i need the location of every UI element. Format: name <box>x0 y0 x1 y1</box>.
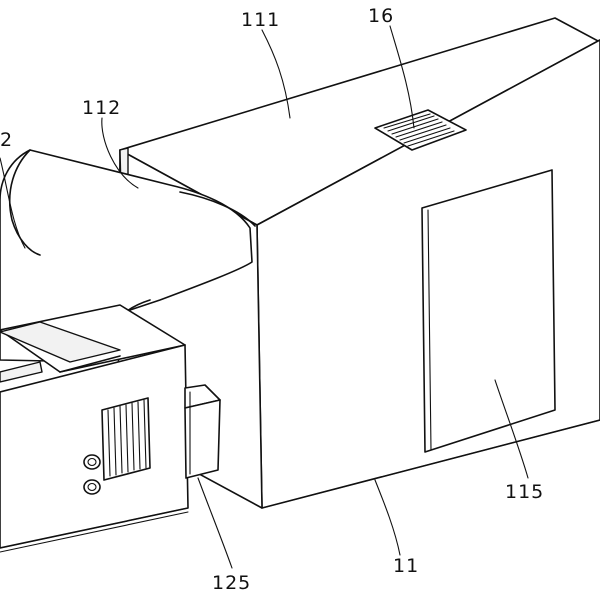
label-duct: 2 <box>0 129 13 151</box>
reference-labels: 111 16 112 2 115 11 125 <box>0 5 544 594</box>
door <box>421 169 556 453</box>
grille-bar <box>137 401 141 470</box>
vent-slat <box>391 118 439 135</box>
leader-lines <box>0 25 529 569</box>
front-unit-top-rail <box>0 361 43 383</box>
door-panel <box>421 169 556 453</box>
top-vent <box>374 109 467 151</box>
label-side-panel: 112 <box>82 97 121 119</box>
grille-bar <box>107 409 111 477</box>
front-grille <box>101 397 151 481</box>
vent-slat <box>387 115 435 132</box>
leader-16 <box>389 25 415 129</box>
enclosure-bottom-edge <box>261 419 600 509</box>
label-door: 115 <box>505 481 544 503</box>
duct-inner-curve <box>8 149 41 256</box>
leader-115 <box>494 379 529 479</box>
grille-bar <box>125 404 129 473</box>
vent-slat <box>403 127 451 144</box>
front-unit-top-plate <box>0 321 121 363</box>
grille-bar <box>119 405 123 474</box>
label-main-housing: 111 <box>241 9 280 31</box>
grille-bar <box>143 399 147 469</box>
leader-112 <box>101 117 139 189</box>
outlet-front <box>184 399 221 479</box>
leader-111 <box>261 29 291 119</box>
vent-slat <box>395 121 443 138</box>
front-unit-top-lip <box>59 355 121 373</box>
label-vent: 16 <box>368 5 394 27</box>
leader-11 <box>374 479 401 556</box>
front-unit <box>0 304 189 553</box>
grille-bar <box>113 407 117 476</box>
door-edge <box>427 209 432 451</box>
control-knobs <box>83 454 101 495</box>
grille-bar <box>131 402 135 471</box>
duct-top-edge <box>179 191 256 227</box>
vent-slat <box>399 124 447 141</box>
knob-lower-center <box>87 482 97 492</box>
front-unit-base-2 <box>0 511 189 553</box>
outlet-duct <box>184 384 221 479</box>
label-base: 11 <box>393 555 419 577</box>
vent-slat <box>383 113 431 129</box>
knob-upper-center <box>87 457 97 467</box>
label-outlet: 125 <box>212 572 251 594</box>
knob-upper <box>83 454 101 470</box>
knob-lower <box>83 479 101 495</box>
front-unit-base <box>0 507 189 549</box>
vent-frame <box>374 109 467 151</box>
leader-2 <box>0 157 26 249</box>
vent-slat <box>407 130 455 147</box>
leader-125 <box>197 477 233 569</box>
